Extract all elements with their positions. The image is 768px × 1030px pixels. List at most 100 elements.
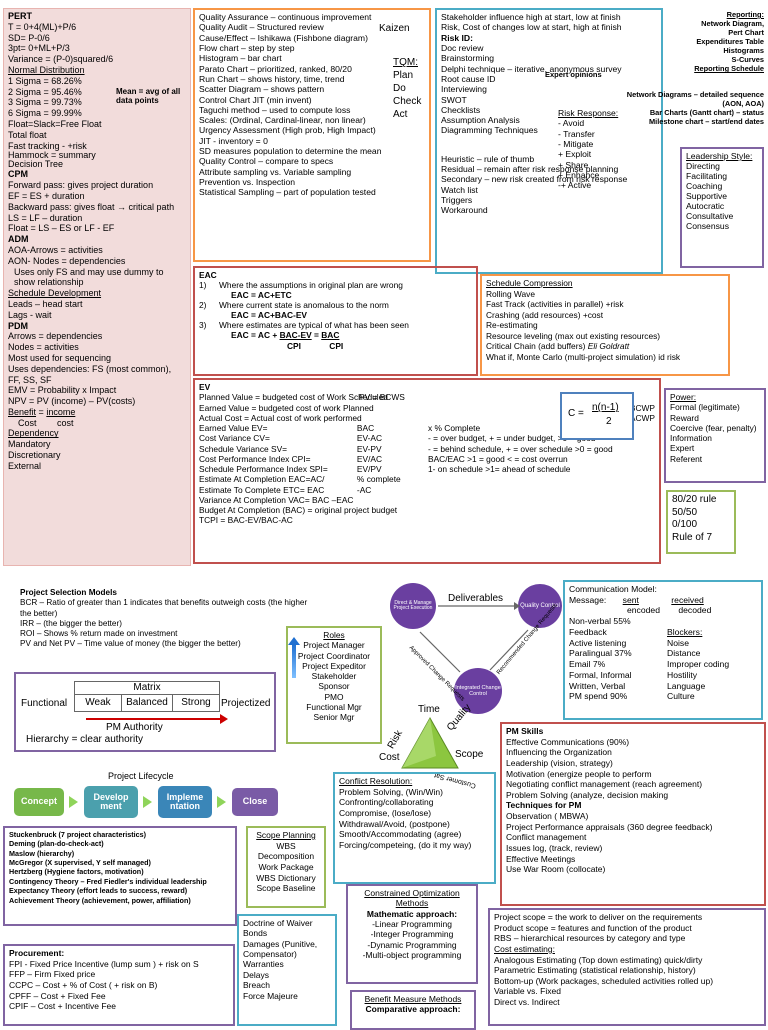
eac-case: 2)Where current state is anomalous to th… — [199, 300, 472, 310]
risk-term: Residual – remain after risk response pl… — [441, 164, 619, 175]
pert-title: PERT — [8, 11, 33, 21]
power-heading: Power: — [670, 392, 697, 402]
cost-label: Cost — [379, 752, 400, 763]
risk-id-item: Assumption Analysis — [441, 115, 520, 126]
dependency-item: Discretionary — [8, 450, 61, 461]
risk-id-item: Delphi technique – iterative, anonymous … — [441, 63, 622, 74]
scope-planning-heading: Scope Planning — [256, 830, 316, 840]
pert-line: 3pt= 0+ML+P/3 — [8, 43, 70, 54]
ev-cell: TCPI = BAC-EV/BAC-AC — [199, 515, 293, 526]
float-line: Float=Slack=Free Float — [8, 118, 102, 129]
contract-term: Doctrine of Waiver — [243, 918, 313, 928]
risk-term: Triggers — [441, 195, 473, 205]
risk-term: Secondary – new risk created from risk r… — [441, 174, 628, 185]
risk-id-heading: Risk ID: — [441, 32, 473, 43]
contract-term: Force Majeure — [243, 990, 298, 1001]
risk-panel: Stakeholder influence high at start, low… — [435, 8, 663, 274]
comm-item: PM spend 90% — [569, 691, 628, 702]
tqm-step: Plan — [393, 70, 414, 81]
sigma-line: 1 Sigma = 68.26% — [8, 75, 82, 86]
ev-row: Estimate To Complete ETC= EAC-AC — [199, 485, 655, 495]
ev-row: Planned Value = budgeted cost of Work Sc… — [199, 392, 655, 402]
optimization-method: -Dynamic Programming — [367, 939, 457, 950]
matrix-panel: Functional Matrix Weak Balanced Strong P… — [14, 672, 276, 752]
cost-estimating-item: Parametric Estimating (statistical relat… — [494, 965, 696, 976]
schedule-development-heading: Schedule Development — [8, 288, 102, 299]
power-type: Reward — [670, 412, 699, 423]
contract-term: Breach — [243, 980, 270, 991]
pm-technique: Project Performance appraisals (360 degr… — [506, 821, 713, 832]
quality-control-node: Quality Control — [518, 584, 562, 628]
power-type: Coercive (fear, penalty) — [670, 422, 757, 433]
encoded-label: encoded — [627, 605, 660, 616]
psm-item: BCR – Ratio of greater than 1 indicates … — [20, 598, 308, 618]
reporting-schedule-item: Bar Charts (Gantt chart) – status — [649, 108, 764, 118]
comparative-approach: Comparative approach: — [365, 1004, 461, 1015]
ev-cell: Budget At Completion (BAC) = original pr… — [199, 505, 398, 515]
benefit-measure-panel: Benefit Measure Methods Comparative appr… — [350, 990, 476, 1030]
quality-line: Quality Assurance – continuous improveme… — [199, 12, 372, 22]
power-type: Expert — [670, 443, 695, 454]
compression-item: Critical Chain (add buffers) Eli Goldrat… — [486, 341, 724, 352]
conflict-mode: Confronting/collaborating — [339, 797, 434, 808]
scope-label: Scope — [455, 749, 484, 760]
ev-cell: x % Complete — [427, 423, 481, 433]
dependency-heading: Dependency — [8, 428, 59, 439]
role-item: Project Manager — [303, 640, 365, 651]
adm-heading: ADM — [8, 234, 29, 245]
pert-panel: PERT T = 0+4(ML)+P/6 SD= P-0/6 3pt= 0+ML… — [3, 8, 191, 566]
quality-line: Parato Chart – prioritized, ranked, 80/2… — [199, 63, 352, 74]
pm-authority-arrow — [86, 718, 222, 720]
cost-estimating-item: Bottom-up (Work packages, scheduled acti… — [494, 975, 714, 986]
rules-panel: 80/20 rule 50/50 0/100 Rule of 7 — [666, 490, 736, 554]
risk-line: Risk, Cost of changes low at start, high… — [441, 22, 622, 33]
pert-line: SD= P-0/6 — [8, 32, 50, 43]
tqm-heading: TQM: — [393, 57, 418, 68]
conflict-mode: Forcing/competeing, (do it my way) — [339, 839, 472, 850]
compression-item: Re-estimating — [486, 320, 538, 330]
quality-line: Cause/Effect – Ishikawa (Fishbone diagra… — [199, 32, 368, 43]
triple-constraint-triangle-icon — [401, 716, 459, 769]
compression-item: Crashing (add resources) +cost — [486, 309, 604, 320]
blocker-item: Improper coding — [667, 659, 730, 670]
reporting-item: Pert Chart — [728, 28, 764, 38]
theory-item: Achievement Theory (achievement, power, … — [9, 895, 191, 905]
comm-item: Non-verbal 55% — [569, 616, 631, 627]
comm-item: Email 7% — [569, 659, 606, 670]
reporting-schedule-heading: Reporting Schedule — [694, 64, 764, 74]
theory-item: Expectancy Theory (effort leads to succe… — [9, 886, 188, 896]
risk-response-item: - Transfer — [558, 128, 595, 139]
role-item: Project Coordinator — [297, 650, 371, 661]
reporting-item: S-Curves — [731, 55, 764, 65]
cost-estimating-item: Direct vs. Indirect — [494, 997, 560, 1007]
hierarchy-label: Hierarchy = clear authority — [26, 734, 143, 745]
ev-cell: Cost Variance CV= — [199, 433, 270, 444]
normal-distribution-heading: Normal Distribution — [8, 64, 85, 75]
schedule-compression-heading: Schedule Compression — [486, 278, 573, 288]
blocker-item: Culture — [667, 691, 695, 702]
blocker-item: Distance — [667, 648, 701, 659]
scope-definition: Project scope = the work to deliver on t… — [494, 912, 703, 922]
decoded-label: decoded — [678, 605, 712, 616]
ev-cell: - = over budget, + = under budget, >0 = … — [427, 433, 596, 444]
ev-cell: Earned Value = budgeted cost of work Pla… — [199, 402, 374, 413]
roles-panel: Roles Project Manager Project Coordinato… — [286, 626, 382, 744]
role-item: Senior Mgr — [313, 712, 355, 722]
arrow-right-icon — [69, 796, 78, 808]
ev-row: Estimate At Completion EAC=AC/% complete — [199, 474, 655, 484]
pdm-line: Most used for sequencing — [8, 352, 112, 363]
ev-cell: Earned Value EV= — [199, 423, 268, 433]
risk-id-item: Interviewing — [441, 84, 487, 95]
schedule-compression-panel: Schedule Compression Rolling Wave Fast T… — [480, 274, 730, 376]
contract-term: Warranties — [243, 959, 284, 970]
float-line: Total float — [8, 129, 47, 140]
sigma-line: 6 Sigma = 99.99% — [8, 108, 82, 119]
contract-term: Delays — [243, 969, 269, 980]
optimization-method: -Integer Programming — [370, 929, 454, 940]
power-type: Referent — [670, 453, 703, 464]
integrated-change-control-node: Integrated Change Control — [454, 668, 502, 714]
triangle-highlight — [402, 718, 436, 768]
comm-item: Formal, Informal — [569, 669, 632, 680]
psm-item: PV and Net PV – Time value of money (the… — [20, 639, 241, 649]
contract-type: FPI - Fixed Price Incentive (lump sum ) … — [9, 958, 199, 969]
